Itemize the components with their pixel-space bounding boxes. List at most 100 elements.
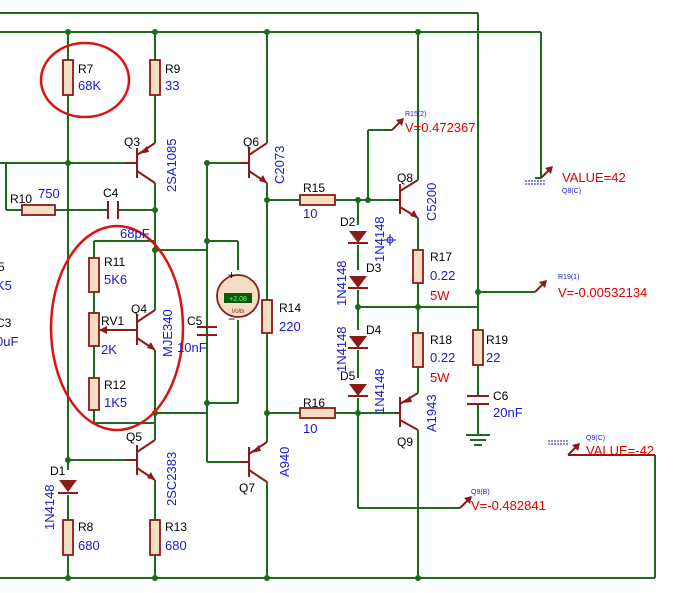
label-R13-ref: R13 [165,520,187,534]
potentiometer-RV1[interactable] [88,312,135,347]
label-Q7-value: A940 [277,447,292,477]
transistor-Q6[interactable] [240,142,268,184]
transistor-Q8[interactable] [395,179,419,219]
label-Q8-ref: Q8 [397,171,413,185]
probe-r15-icon[interactable] [391,118,404,131]
label-C4-value: 68pF [120,226,150,241]
label-R15-ref: R15 [303,181,325,195]
label-RV1-value: 2K [101,342,117,357]
probe-q9b-name: Q9(B) [471,489,490,496]
probe-r19-icon[interactable] [534,280,547,293]
diode-D5[interactable] [348,384,368,397]
label-Q3-ref: Q3 [124,135,140,149]
transistor-Q4[interactable] [130,309,156,351]
label-R8-value: 680 [78,538,100,553]
probe-q8c-icon[interactable] [525,166,553,185]
label-R18-power: 5W [430,370,450,385]
probe-q9b-value: V=-0.482841 [471,498,546,513]
resistor-R19[interactable] [472,329,484,366]
resistor-R11[interactable] [88,257,100,293]
resistor-R18[interactable] [412,332,424,368]
resistor-R13[interactable] [149,519,161,556]
label-Q9-ref: Q9 [397,435,413,449]
resistor-R12[interactable] [88,377,100,411]
voltmeter-reading: +2.08 [229,296,247,303]
label-D2-value: 1N4148 [372,216,387,262]
label-Q3-value: 2SA1085 [164,139,179,193]
label-R10-value: 750 [38,186,60,201]
diode-D1[interactable] [58,480,78,494]
move-cursor-icon [384,234,396,246]
probe-q8c-name: Q8(C) [562,188,581,195]
label-partial-c: C3 [0,316,12,330]
resistor-R17[interactable] [412,249,424,284]
label-C5-ref: C5 [187,314,203,328]
label-D1-value: 1N4148 [42,484,57,530]
probe-r15-name: R15(2) [405,111,426,118]
resistor-R15[interactable] [299,194,336,206]
label-RV1-ref: RV1 [101,314,124,328]
probe-r19-value: V=-0.00532134 [558,285,647,300]
label-R12-ref: R12 [104,378,126,392]
diode-D3[interactable] [348,276,368,289]
resistor-R16[interactable] [299,407,336,419]
probe-q9c-name: Q9(C) [586,435,605,442]
label-C6-value: 20nF [493,405,523,420]
label-R19-ref: R19 [486,333,508,347]
diode-D2[interactable] [348,231,368,244]
label-Q7-ref: Q7 [239,481,255,495]
capacitor-C5[interactable] [197,326,217,336]
label-R9-ref: R9 [165,62,181,76]
capacitor-C6[interactable] [467,395,489,405]
diode-D4[interactable] [348,336,368,349]
label-R11-ref: R11 [104,255,125,269]
probe-r15-value: V=0.472367 [405,120,475,135]
label-C4-ref: C4 [103,186,119,200]
label-D5-value: 1N4148 [372,368,387,414]
label-R14-value: 220 [279,319,301,334]
label-partial-a: 5 [0,260,5,274]
label-partial-b: K5 [0,278,12,293]
label-D5-ref: D5 [340,369,356,383]
label-R7-ref: R7 [78,62,94,76]
label-R15-value: 10 [303,206,317,221]
highlight-circle-r7 [39,41,131,119]
label-C6-ref: C6 [493,389,509,403]
label-R9-value: 33 [165,78,179,93]
label-R16-value: 10 [303,421,317,436]
transistor-Q7[interactable] [240,441,268,483]
label-R19-value: 22 [486,350,500,365]
probe-q9c-icon[interactable] [548,440,655,456]
resistor-R9[interactable] [149,59,161,96]
transistor-Q3[interactable] [125,142,156,184]
resistor-R8[interactable] [62,519,74,556]
probe-q9b-icon[interactable] [459,496,472,509]
label-Q6-value: C2073 [272,146,287,184]
label-Q6-ref: Q6 [243,135,259,149]
label-Q9-value: A1943 [424,394,439,432]
transistor-Q5[interactable] [125,439,156,481]
voltmeter[interactable]: +2.08 Volts + − [216,268,260,326]
transistor-Q9[interactable] [395,392,419,431]
label-D2-ref: D2 [340,215,356,229]
label-R17-value: 0.22 [430,268,455,283]
capacitor-C4[interactable] [107,201,119,219]
label-R18-ref: R18 [430,333,452,347]
wires [0,12,656,579]
label-R17-ref: R17 [430,250,452,264]
label-R12-value: 1K5 [104,395,127,410]
label-D4-value: 1N4148 [334,326,349,372]
voltmeter-unit: Volts [231,309,244,315]
label-Q5-value: 2SC2383 [164,452,179,506]
resistor-R10[interactable] [21,204,56,216]
voltmeter-plus: + [228,268,235,282]
label-R8-ref: R8 [78,520,94,534]
resistor-R14[interactable] [261,299,273,334]
resistor-R7[interactable] [62,59,74,96]
label-R13-value: 680 [165,538,187,553]
label-D3-ref: D3 [366,261,382,275]
label-R16-ref: R16 [303,396,325,410]
label-partial-d: 0uF [0,334,18,349]
label-Q4-value: MJE340 [160,309,175,357]
